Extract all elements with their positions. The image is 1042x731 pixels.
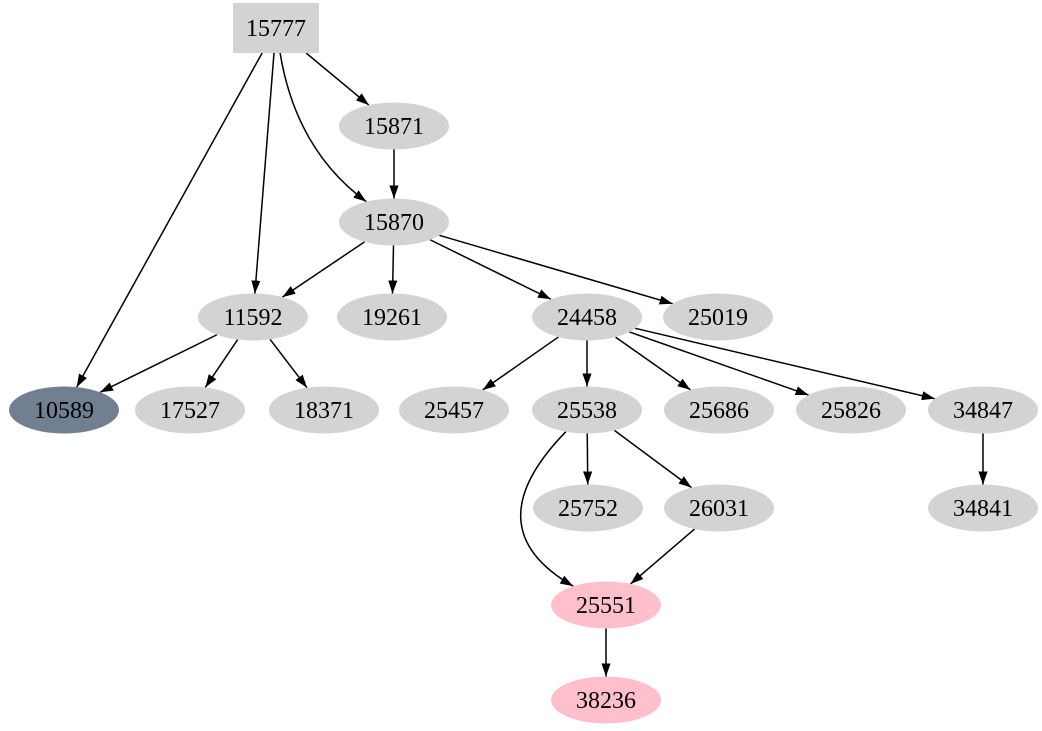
edge-11592-17527 — [204, 339, 239, 388]
node-ellipse-34847 — [928, 386, 1038, 434]
graph-node-26031: 26031 — [664, 484, 774, 532]
graph-node-25551: 25551 — [551, 581, 661, 629]
node-label-34841: 34841 — [953, 496, 1013, 522]
graph-node-15871: 15871 — [339, 102, 449, 150]
edge-15870-11592 — [282, 241, 365, 298]
node-ellipse-25686 — [664, 386, 774, 434]
node-label-26031: 26031 — [689, 496, 749, 522]
node-ellipse-19261 — [337, 293, 447, 341]
node-ellipse-25457 — [399, 386, 509, 434]
graph-node-17527: 17527 — [135, 386, 245, 434]
edges-layer — [76, 52, 988, 677]
node-ellipse-10589 — [9, 386, 119, 434]
nodes-layer: 15777 15871 15870 11592 19261 24458 25019 10589… — [9, 3, 1038, 724]
graph-node-38236: 38236 — [551, 676, 661, 724]
graph-node-25752: 25752 — [533, 484, 643, 532]
edge-25538-26031 — [613, 429, 693, 489]
edge-15777-11592 — [251, 52, 275, 294]
node-label-15777: 15777 — [246, 16, 306, 42]
node-label-18371: 18371 — [294, 398, 354, 424]
edge-24458-25686 — [615, 336, 691, 391]
edge-15777-15870 — [279, 52, 367, 203]
graph-node-10589: 10589 — [9, 386, 119, 434]
node-ellipse-24458 — [532, 293, 642, 341]
edge-24458-25457 — [482, 336, 559, 391]
node-label-10589: 10589 — [34, 398, 94, 424]
graph-node-15870: 15870 — [339, 198, 449, 246]
edge-15777-15871 — [305, 52, 370, 106]
node-label-15870: 15870 — [364, 210, 424, 236]
node-label-25551: 25551 — [576, 593, 636, 619]
node-ellipse-34841 — [928, 484, 1038, 532]
node-label-25457: 25457 — [424, 398, 484, 424]
node-label-34847: 34847 — [953, 398, 1013, 424]
edge-25538-25752 — [583, 433, 593, 485]
edge-15870-24458 — [429, 239, 552, 300]
graph-node-25686: 25686 — [664, 386, 774, 434]
node-ellipse-25538 — [532, 386, 642, 434]
node-ellipse-25752 — [533, 484, 643, 532]
node-ellipse-25826 — [796, 386, 906, 434]
graph-node-34847: 34847 — [928, 386, 1038, 434]
node-label-19261: 19261 — [362, 305, 422, 331]
edge-25538-25551 — [519, 431, 574, 587]
edge-15777-10589 — [76, 52, 263, 388]
edge-24458-34847 — [635, 327, 935, 401]
node-ellipse-25019 — [663, 293, 773, 341]
graph-node-18371: 18371 — [269, 386, 379, 434]
graph-node-15777: 15777 — [233, 3, 319, 53]
edge-24458-25826 — [629, 331, 809, 396]
node-label-25826: 25826 — [821, 398, 881, 424]
edge-15870-19261 — [388, 245, 398, 294]
node-ellipse-11592 — [198, 293, 308, 341]
node-label-25538: 25538 — [557, 398, 617, 424]
graph-node-25457: 25457 — [399, 386, 509, 434]
graph-node-34841: 34841 — [928, 484, 1038, 532]
node-label-25686: 25686 — [689, 398, 749, 424]
graph-node-11592: 11592 — [198, 293, 308, 341]
node-label-17527: 17527 — [160, 398, 220, 424]
edge-26031-25551 — [630, 528, 695, 585]
graph-node-19261: 19261 — [337, 293, 447, 341]
node-ellipse-38236 — [551, 676, 661, 724]
node-ellipse-26031 — [664, 484, 774, 532]
node-ellipse-25551 — [551, 581, 661, 629]
graph-node-25538: 25538 — [532, 386, 642, 434]
node-ellipse-15870 — [339, 198, 449, 246]
node-label-25019: 25019 — [688, 305, 748, 331]
node-label-24458: 24458 — [557, 305, 617, 331]
node-ellipse-15871 — [339, 102, 449, 150]
edge-15870-25019 — [439, 234, 673, 305]
node-label-15871: 15871 — [364, 114, 424, 140]
node-ellipse-18371 — [269, 386, 379, 434]
node-label-38236: 38236 — [576, 688, 636, 714]
node-label-11592: 11592 — [223, 305, 282, 331]
node-ellipse-17527 — [135, 386, 245, 434]
node-label-25752: 25752 — [558, 496, 618, 522]
graph-node-25826: 25826 — [796, 386, 906, 434]
node-box-15777 — [233, 3, 319, 53]
graph-node-25019: 25019 — [663, 293, 773, 341]
graph-node-24458: 24458 — [532, 293, 642, 341]
edge-11592-18371 — [269, 338, 308, 389]
edge-11592-10589 — [99, 334, 218, 393]
